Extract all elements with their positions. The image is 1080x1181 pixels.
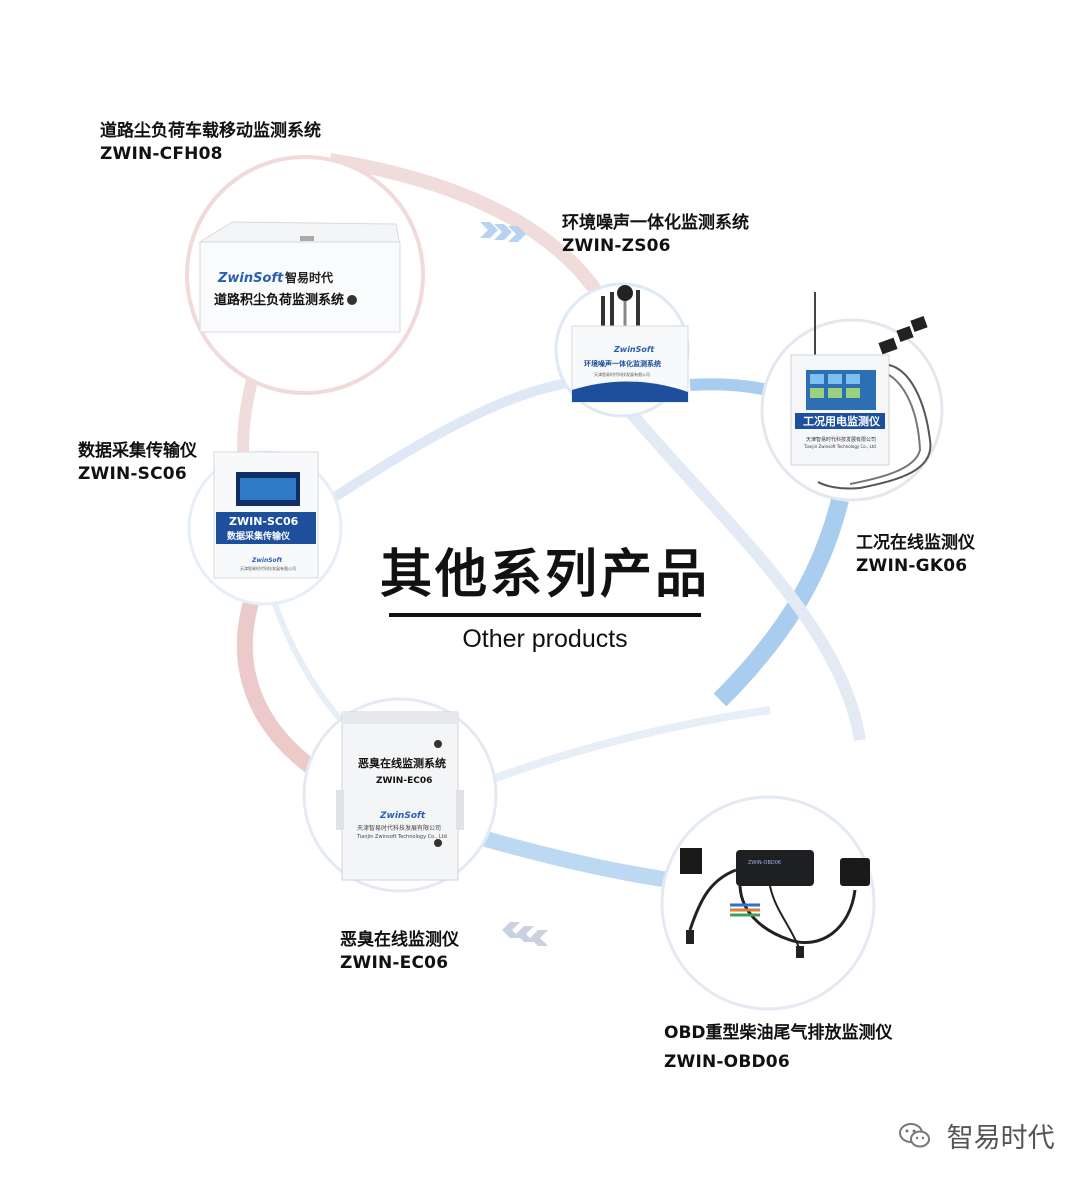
ec06-company-en: Tianjin Zwinsoft Technology Co., Ltd bbox=[356, 834, 447, 840]
sc06-company: 天津智易时代科技发展有限公司 bbox=[240, 565, 296, 571]
product-label-sc06: 数据采集传输仪 ZWIN-SC06 bbox=[78, 440, 197, 486]
sc06-panel-text: 数据采集传输仪 bbox=[227, 530, 291, 542]
device-ec06: 恶臭在线监测系统 ZWIN-EC06 ZwinSoft 天津智易时代科技发展有限… bbox=[336, 711, 464, 881]
product-label-obd06: OBD重型柴油尾气排放监测仪 ZWIN-OBD06 bbox=[664, 1022, 893, 1074]
node-obd06: ZWIN-OBD06 bbox=[660, 795, 876, 1011]
center-title-zh: 其他系列产品 bbox=[380, 545, 711, 605]
zs06-brand: ZwinSoft bbox=[613, 345, 655, 354]
chevrons-top bbox=[480, 222, 526, 242]
product-label-zs06: 环境噪声一体化监测系统 ZWIN-ZS06 bbox=[562, 212, 749, 258]
ec06-company: 天津智易时代科技发展有限公司 bbox=[357, 824, 441, 832]
product-name: 环境噪声一体化监测系统 bbox=[562, 213, 749, 233]
gk06-panel-text: 工况用电监测仪 bbox=[803, 414, 881, 428]
product-code: ZWIN-EC06 bbox=[340, 952, 449, 973]
product-code: ZWIN-GK06 bbox=[856, 555, 968, 576]
watermark-text: 智易时代 bbox=[946, 1123, 1055, 1154]
node-ec06: 恶臭在线监测系统 ZWIN-EC06 ZwinSoft 天津智易时代科技发展有限… bbox=[302, 697, 498, 893]
device-sc06: ZWIN-SC06 数据采集传输仪 ZwinSoft 天津智易时代科技发展有限公… bbox=[213, 451, 319, 579]
product-name: 数据采集传输仪 bbox=[78, 441, 197, 461]
product-code: ZWIN-OBD06 bbox=[664, 1051, 790, 1072]
gk06-company: 天津智易时代科技发展有限公司 bbox=[806, 436, 876, 443]
product-name: 恶臭在线监测仪 bbox=[340, 930, 459, 950]
device-obd06: ZWIN-OBD06 bbox=[680, 848, 870, 958]
title-underline bbox=[389, 613, 701, 617]
chevrons-bottom bbox=[502, 922, 548, 946]
node-sc06: ZWIN-SC06 数据采集传输仪 ZwinSoft 天津智易时代科技发展有限公… bbox=[187, 450, 343, 606]
ec06-model: ZWIN-EC06 bbox=[376, 776, 432, 786]
zs06-company: 天津智易时代科技发展有限公司 bbox=[594, 371, 650, 377]
obd06-label: ZWIN-OBD06 bbox=[748, 860, 781, 866]
gk06-company-en: Tianjin Zwinsoft Technology Co., Ltd bbox=[803, 444, 876, 449]
product-code: ZWIN-ZS06 bbox=[562, 235, 671, 256]
cfh08-brand-zh: 智易时代 bbox=[284, 270, 333, 285]
device-cfh08-box: ZwinSoft 智易时代 道路积尘负荷监测系统 bbox=[198, 221, 401, 333]
node-gk06: 工况用电监测仪 天津智易时代科技发展有限公司 Tianjin Zwinsoft … bbox=[760, 292, 944, 502]
cfh08-panel-text: 道路积尘负荷监测系统 bbox=[214, 292, 344, 308]
device-gk06: 工况用电监测仪 天津智易时代科技发展有限公司 Tianjin Zwinsoft … bbox=[790, 292, 932, 490]
node-zs06: ZwinSoft 环境噪声一体化监测系统 天津智易时代科技发展有限公司 bbox=[554, 282, 690, 418]
product-code: ZWIN-CFH08 bbox=[100, 143, 223, 164]
product-name: OBD重型柴油尾气排放监测仪 bbox=[664, 1023, 893, 1043]
sc06-model: ZWIN-SC06 bbox=[229, 515, 299, 528]
ec06-panel-text: 恶臭在线监测系统 bbox=[358, 756, 446, 770]
product-name: 道路尘负荷车载移动监测系统 bbox=[100, 121, 321, 141]
product-label-cfh08: 道路尘负荷车载移动监测系统 ZWIN-CFH08 bbox=[100, 120, 321, 166]
watermark: 智易时代 bbox=[898, 1116, 1055, 1158]
product-label-ec06: 恶臭在线监测仪 ZWIN-EC06 bbox=[340, 929, 459, 975]
product-code: ZWIN-SC06 bbox=[78, 463, 187, 484]
ec06-brand: ZwinSoft bbox=[379, 811, 426, 821]
cfh08-brand: ZwinSoft bbox=[217, 271, 284, 286]
product-name: 工况在线监测仪 bbox=[856, 533, 975, 553]
zs06-panel-text: 环境噪声一体化监测系统 bbox=[584, 359, 661, 368]
center-title: 其他系列产品 Other products bbox=[380, 532, 710, 654]
wechat-icon bbox=[898, 1121, 932, 1158]
node-cfh08: ZwinSoft 智易时代 道路积尘负荷监测系统 bbox=[185, 155, 425, 395]
device-zs06: ZwinSoft 环境噪声一体化监测系统 天津智易时代科技发展有限公司 bbox=[571, 285, 689, 403]
center-title-en: Other products bbox=[462, 625, 628, 653]
sc06-brand: ZwinSoft bbox=[251, 557, 283, 564]
product-label-gk06: 工况在线监测仪 ZWIN-GK06 bbox=[856, 532, 975, 578]
